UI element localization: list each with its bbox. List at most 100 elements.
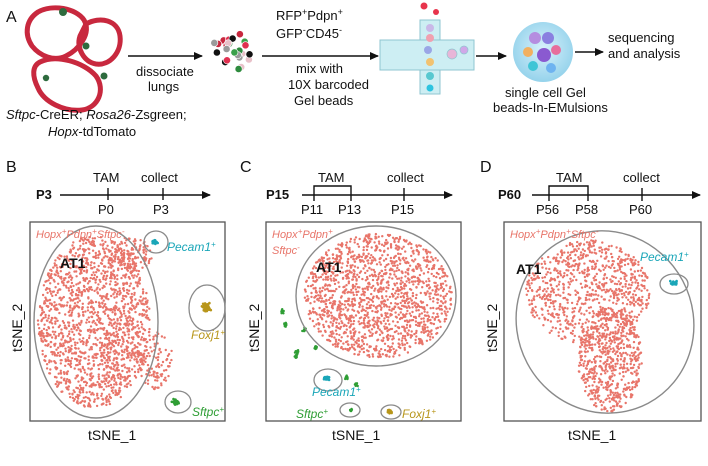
at1-cell xyxy=(358,297,362,300)
sftpc-cell xyxy=(349,409,352,412)
at1-cell xyxy=(409,334,413,337)
at1-cell xyxy=(624,335,627,338)
at1-cell xyxy=(612,292,615,295)
at1-cell xyxy=(570,301,574,305)
at1-cell xyxy=(110,308,114,311)
at1-cell xyxy=(333,290,336,293)
at1-cell xyxy=(107,317,111,320)
at1-cell xyxy=(127,341,130,344)
at1-cell xyxy=(408,264,412,267)
at1-cell xyxy=(592,388,595,392)
at1-cell xyxy=(647,294,651,297)
at1-cell xyxy=(601,326,605,329)
at1-cell xyxy=(542,280,545,283)
at1-cell xyxy=(369,324,372,327)
foxj1-cell xyxy=(203,303,206,306)
at1-cell xyxy=(133,354,136,357)
at1-cell xyxy=(566,301,569,304)
at1-cell xyxy=(104,396,108,400)
at1-cell xyxy=(533,278,536,281)
at1-cell xyxy=(353,299,357,302)
at1-cell xyxy=(114,381,118,384)
at1-cell xyxy=(401,334,405,338)
at1-cell xyxy=(639,269,642,272)
at1-cell xyxy=(602,288,606,291)
at1-cell xyxy=(104,303,107,306)
at1-cell xyxy=(598,345,601,348)
at1-cell xyxy=(321,262,325,265)
at1-cell xyxy=(47,305,50,308)
at1-cell xyxy=(71,392,74,395)
at1-cell xyxy=(137,280,140,283)
at1-cell xyxy=(68,309,72,312)
at1-cell xyxy=(569,277,572,280)
at1-cell xyxy=(140,336,144,339)
at1-cell xyxy=(362,350,366,354)
at1-cell xyxy=(156,371,159,375)
at1-cell xyxy=(555,312,559,316)
at1-cell xyxy=(348,269,351,272)
at1-cell xyxy=(643,287,646,290)
at1-cell xyxy=(544,281,547,285)
at1-cell xyxy=(73,367,76,370)
at1-cell xyxy=(311,276,315,280)
at1-cell xyxy=(142,352,146,355)
at1-cell xyxy=(429,297,432,301)
at1-cell xyxy=(592,312,596,315)
at1-cell xyxy=(129,316,132,319)
at1-cell xyxy=(615,288,618,291)
at1-cell xyxy=(621,258,624,262)
at1-cell xyxy=(370,268,373,271)
at1-cell xyxy=(389,314,392,317)
at1-cell xyxy=(535,314,539,317)
at1-cell xyxy=(622,390,625,393)
at1-cell xyxy=(110,377,113,380)
at1-cell xyxy=(103,374,106,377)
at1-cell xyxy=(433,318,436,321)
at1-cell xyxy=(45,363,49,366)
at1-cell xyxy=(363,333,367,336)
at1-cell xyxy=(613,282,617,285)
at1-cell xyxy=(136,285,139,288)
at1-cell xyxy=(61,265,64,268)
at1-cell xyxy=(583,381,587,384)
at1-cell xyxy=(600,248,604,251)
at1-cell xyxy=(568,283,571,286)
at1-cell xyxy=(90,329,93,332)
at1-cell xyxy=(354,288,358,291)
at1-cell xyxy=(134,310,137,314)
at1-cell xyxy=(391,287,395,291)
at1-cell xyxy=(381,288,384,291)
at1-cell xyxy=(601,265,605,268)
at1-cell xyxy=(400,291,403,295)
at1-cell xyxy=(111,389,114,392)
at1-cell xyxy=(139,338,143,341)
at1-cell xyxy=(600,366,603,369)
at1-cell xyxy=(145,341,148,344)
at1-cell xyxy=(622,317,626,320)
at1-cell xyxy=(64,347,67,350)
at1-cell xyxy=(605,255,608,258)
at1-cell xyxy=(382,303,386,306)
at1-cell xyxy=(135,358,138,361)
panel-c-population-2: Sftpc- xyxy=(272,243,300,257)
at1-cell xyxy=(85,277,89,280)
at1-cell xyxy=(546,294,549,298)
at1-cell xyxy=(386,319,390,322)
at1-cell xyxy=(74,252,78,255)
at1-cell xyxy=(319,266,322,269)
at1-cell xyxy=(62,379,66,382)
at1-cell xyxy=(99,294,102,297)
at1-cell xyxy=(545,267,548,270)
at1-cell xyxy=(98,304,101,307)
at1-cell xyxy=(118,382,122,386)
at1-cell xyxy=(82,337,85,340)
at1-cell xyxy=(70,328,73,331)
at1-cell xyxy=(110,342,114,345)
at1-cell xyxy=(90,376,94,380)
at1-cell xyxy=(396,286,399,290)
at1-cell xyxy=(353,343,356,346)
at1-cell xyxy=(358,331,361,334)
at1-cell xyxy=(403,343,407,346)
at1-cell xyxy=(620,331,623,335)
